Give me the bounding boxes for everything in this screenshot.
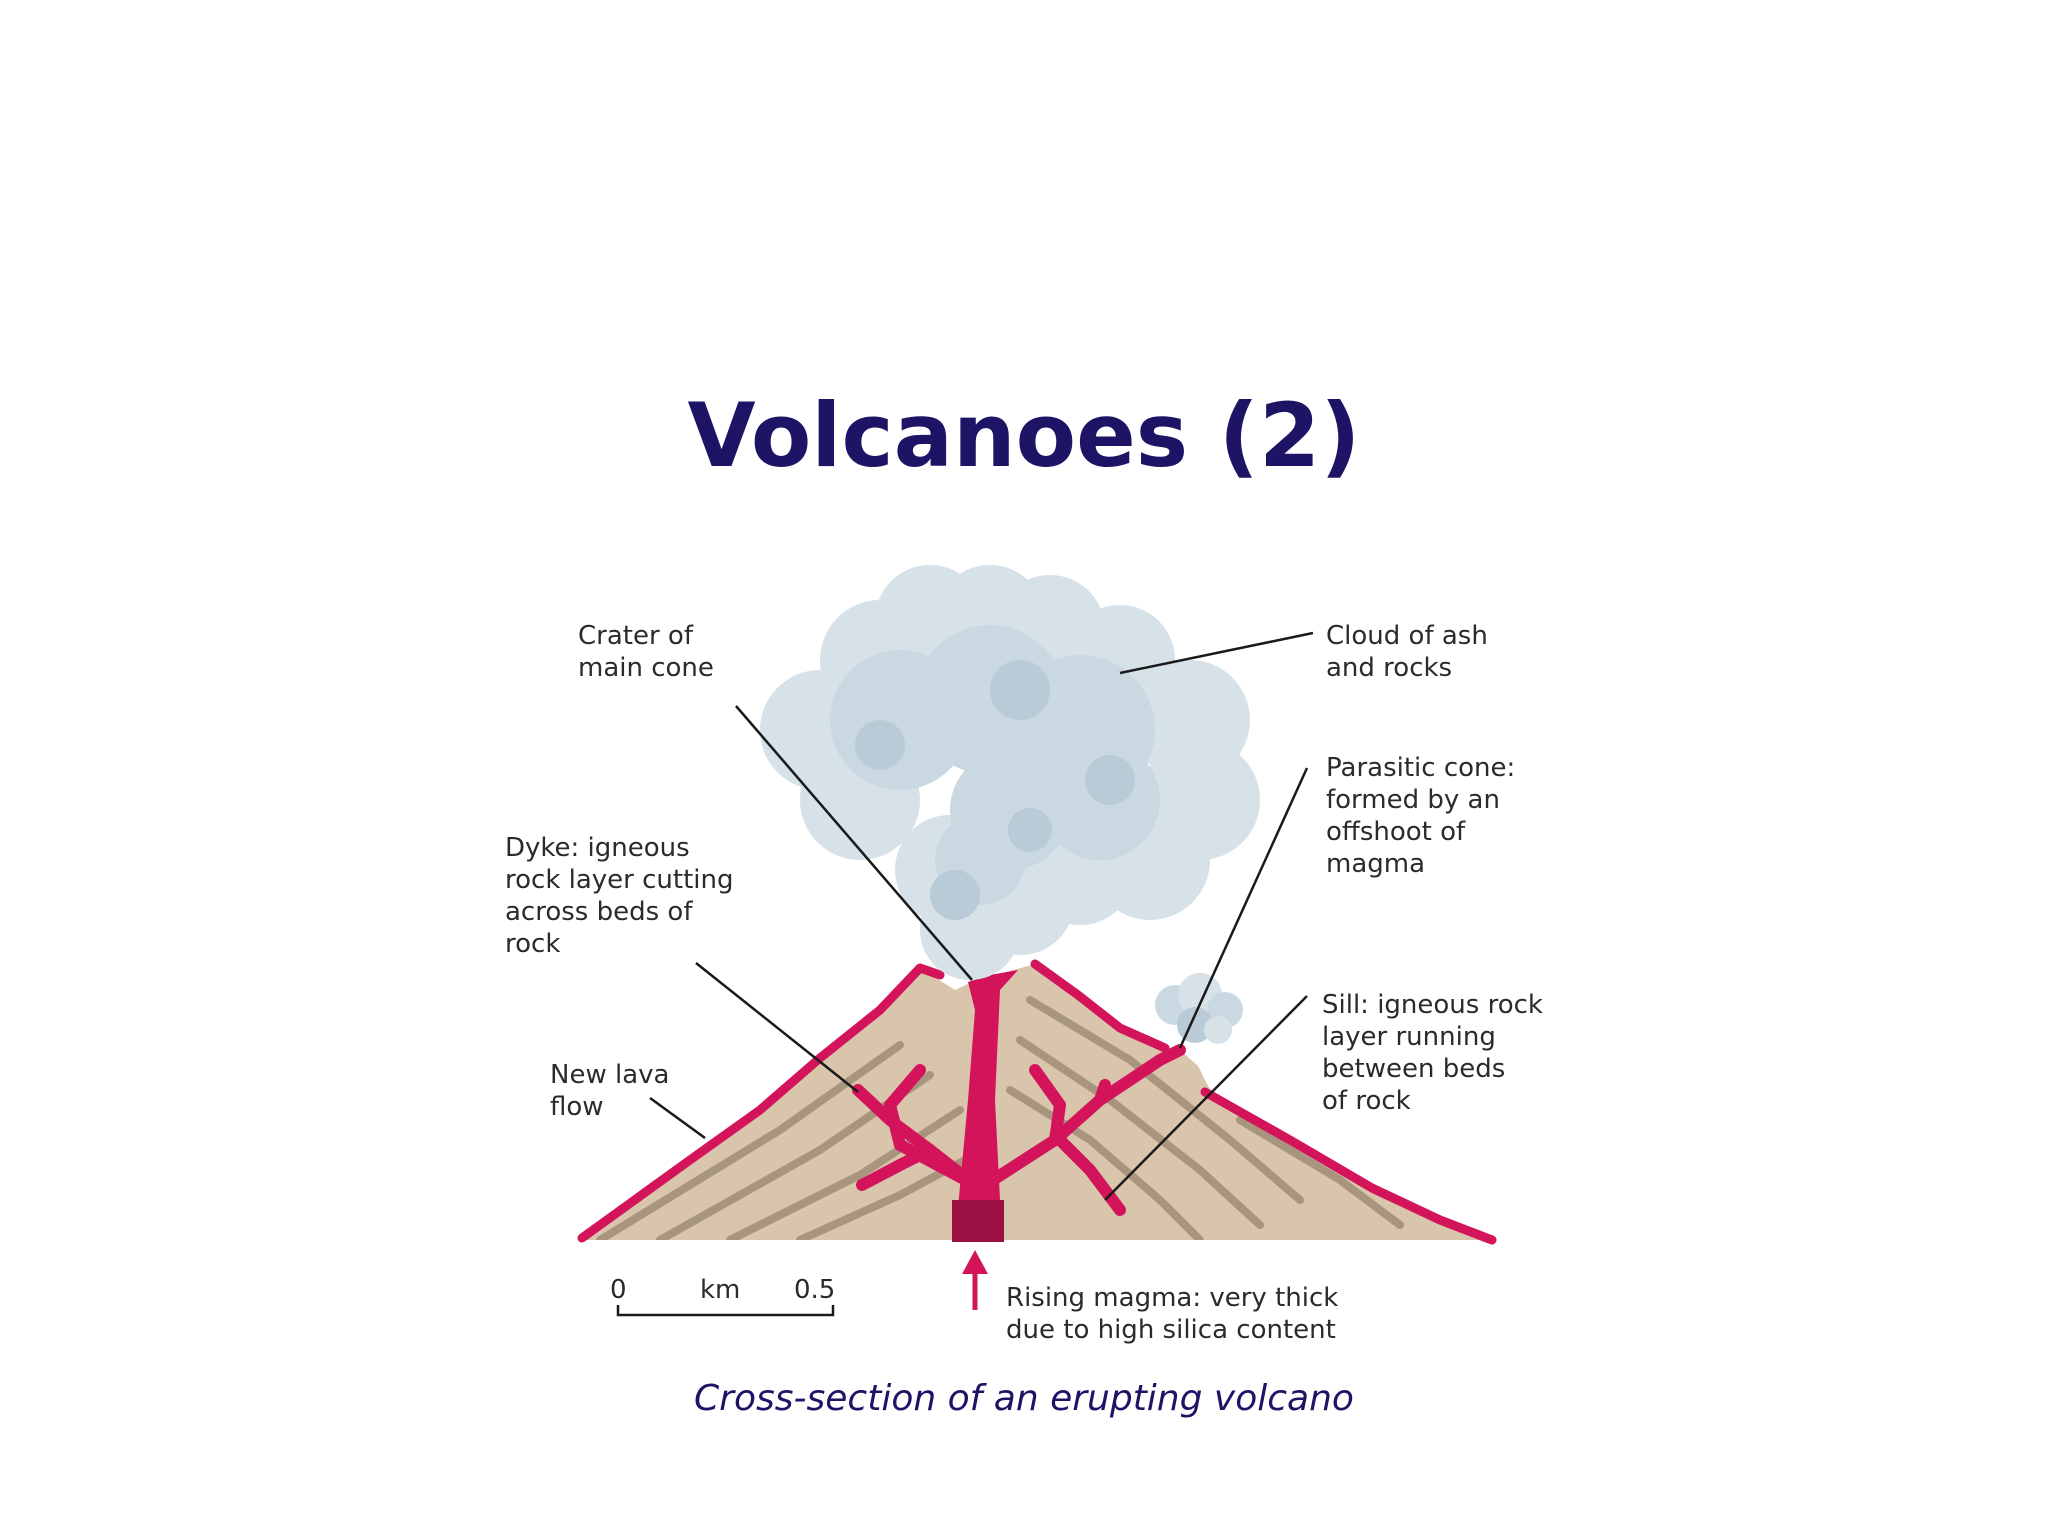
sill-leader-line bbox=[1104, 995, 1308, 1201]
leader-lines bbox=[649, 631, 1314, 1201]
sill-label: Sill: igneous rock layer running between… bbox=[1322, 990, 1551, 1116]
crater-label: Crater of main cone bbox=[578, 621, 714, 683]
rising-magma-label: Rising magma: very thick due to high sil… bbox=[1006, 1283, 1347, 1345]
scale-start-label: 0 bbox=[610, 1275, 627, 1305]
crater-leader-line bbox=[735, 705, 973, 981]
lava-flow bbox=[577, 959, 1497, 1245]
rock-beds bbox=[596, 996, 1404, 1240]
dyke-leader-line bbox=[695, 962, 859, 1093]
scale-bar: 0 km 0.5 bbox=[610, 1275, 835, 1317]
lava-leader-line bbox=[649, 1096, 706, 1140]
parasitic-cone-label: Parasitic cone: formed by an offshoot of… bbox=[1326, 753, 1524, 879]
cloud-label: Cloud of ash and rocks bbox=[1326, 621, 1496, 683]
cloud-leader-line bbox=[1119, 631, 1314, 675]
lava-flow-label: New lava flow bbox=[550, 1060, 678, 1122]
scale-end-label: 0.5 bbox=[794, 1275, 835, 1305]
ash-cloud bbox=[760, 565, 1260, 980]
scale-unit-label: km bbox=[700, 1275, 740, 1305]
parasitic-leader-line bbox=[1178, 767, 1309, 1049]
rising-magma-arrow bbox=[962, 1250, 988, 1310]
magma-conduit bbox=[952, 970, 1018, 1242]
dyke-label: Dyke: igneous rock layer cutting across … bbox=[505, 833, 742, 959]
parasitic-cone-smoke bbox=[1155, 973, 1243, 1044]
slide-title: Volcanoes (2) bbox=[687, 384, 1361, 487]
diagram-caption: Cross-section of an erupting volcano bbox=[694, 1378, 1354, 1419]
